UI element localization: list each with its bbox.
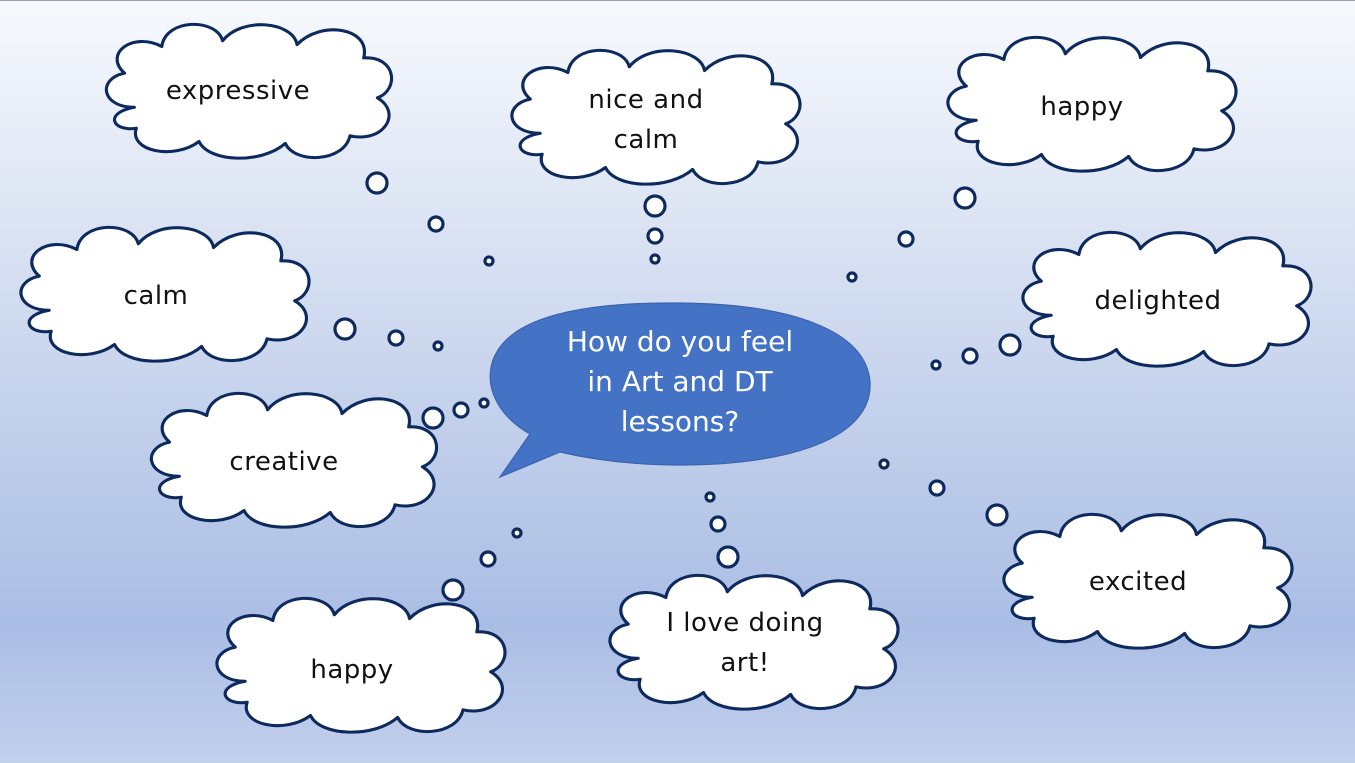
thought-happy-top-text: happy [1040, 92, 1124, 122]
thought-trails [333, 171, 1022, 602]
thought-nice-and-calm: nice and calm [556, 78, 736, 162]
question-text: How do you feel in Art and DT lessons? [540, 320, 820, 444]
thought-happy-top: happy [1002, 82, 1162, 132]
thought-love-art-line-1: I love doing [666, 608, 824, 638]
thought-creative: creative [194, 437, 374, 487]
thought-nice-and-calm-line-2: calm [613, 125, 679, 155]
thought-expressive: expressive [138, 66, 338, 116]
thought-excited: excited [1058, 557, 1218, 607]
question-line-3: lessons? [620, 405, 740, 438]
question-speech-bubble [489, 302, 871, 479]
thought-calm: calm [86, 271, 226, 321]
thought-love-art: I love doing art! [640, 601, 850, 685]
thought-happy-bottom: happy [272, 645, 432, 695]
question-line-1: How do you feel [566, 325, 794, 358]
thought-calm-text: calm [123, 281, 189, 311]
thought-nice-and-calm-line-1: nice and [588, 85, 704, 115]
thought-love-art-line-2: art! [720, 648, 770, 678]
question-line-2: in Art and DT [587, 365, 773, 398]
thought-creative-text: creative [229, 447, 339, 477]
thought-delighted: delighted [1068, 276, 1248, 326]
thought-happy-bottom-text: happy [310, 655, 394, 685]
top-border [0, 0, 1355, 1]
thought-expressive-text: expressive [165, 76, 311, 106]
thought-delighted-text: delighted [1094, 286, 1222, 316]
thought-excited-text: excited [1088, 567, 1188, 597]
